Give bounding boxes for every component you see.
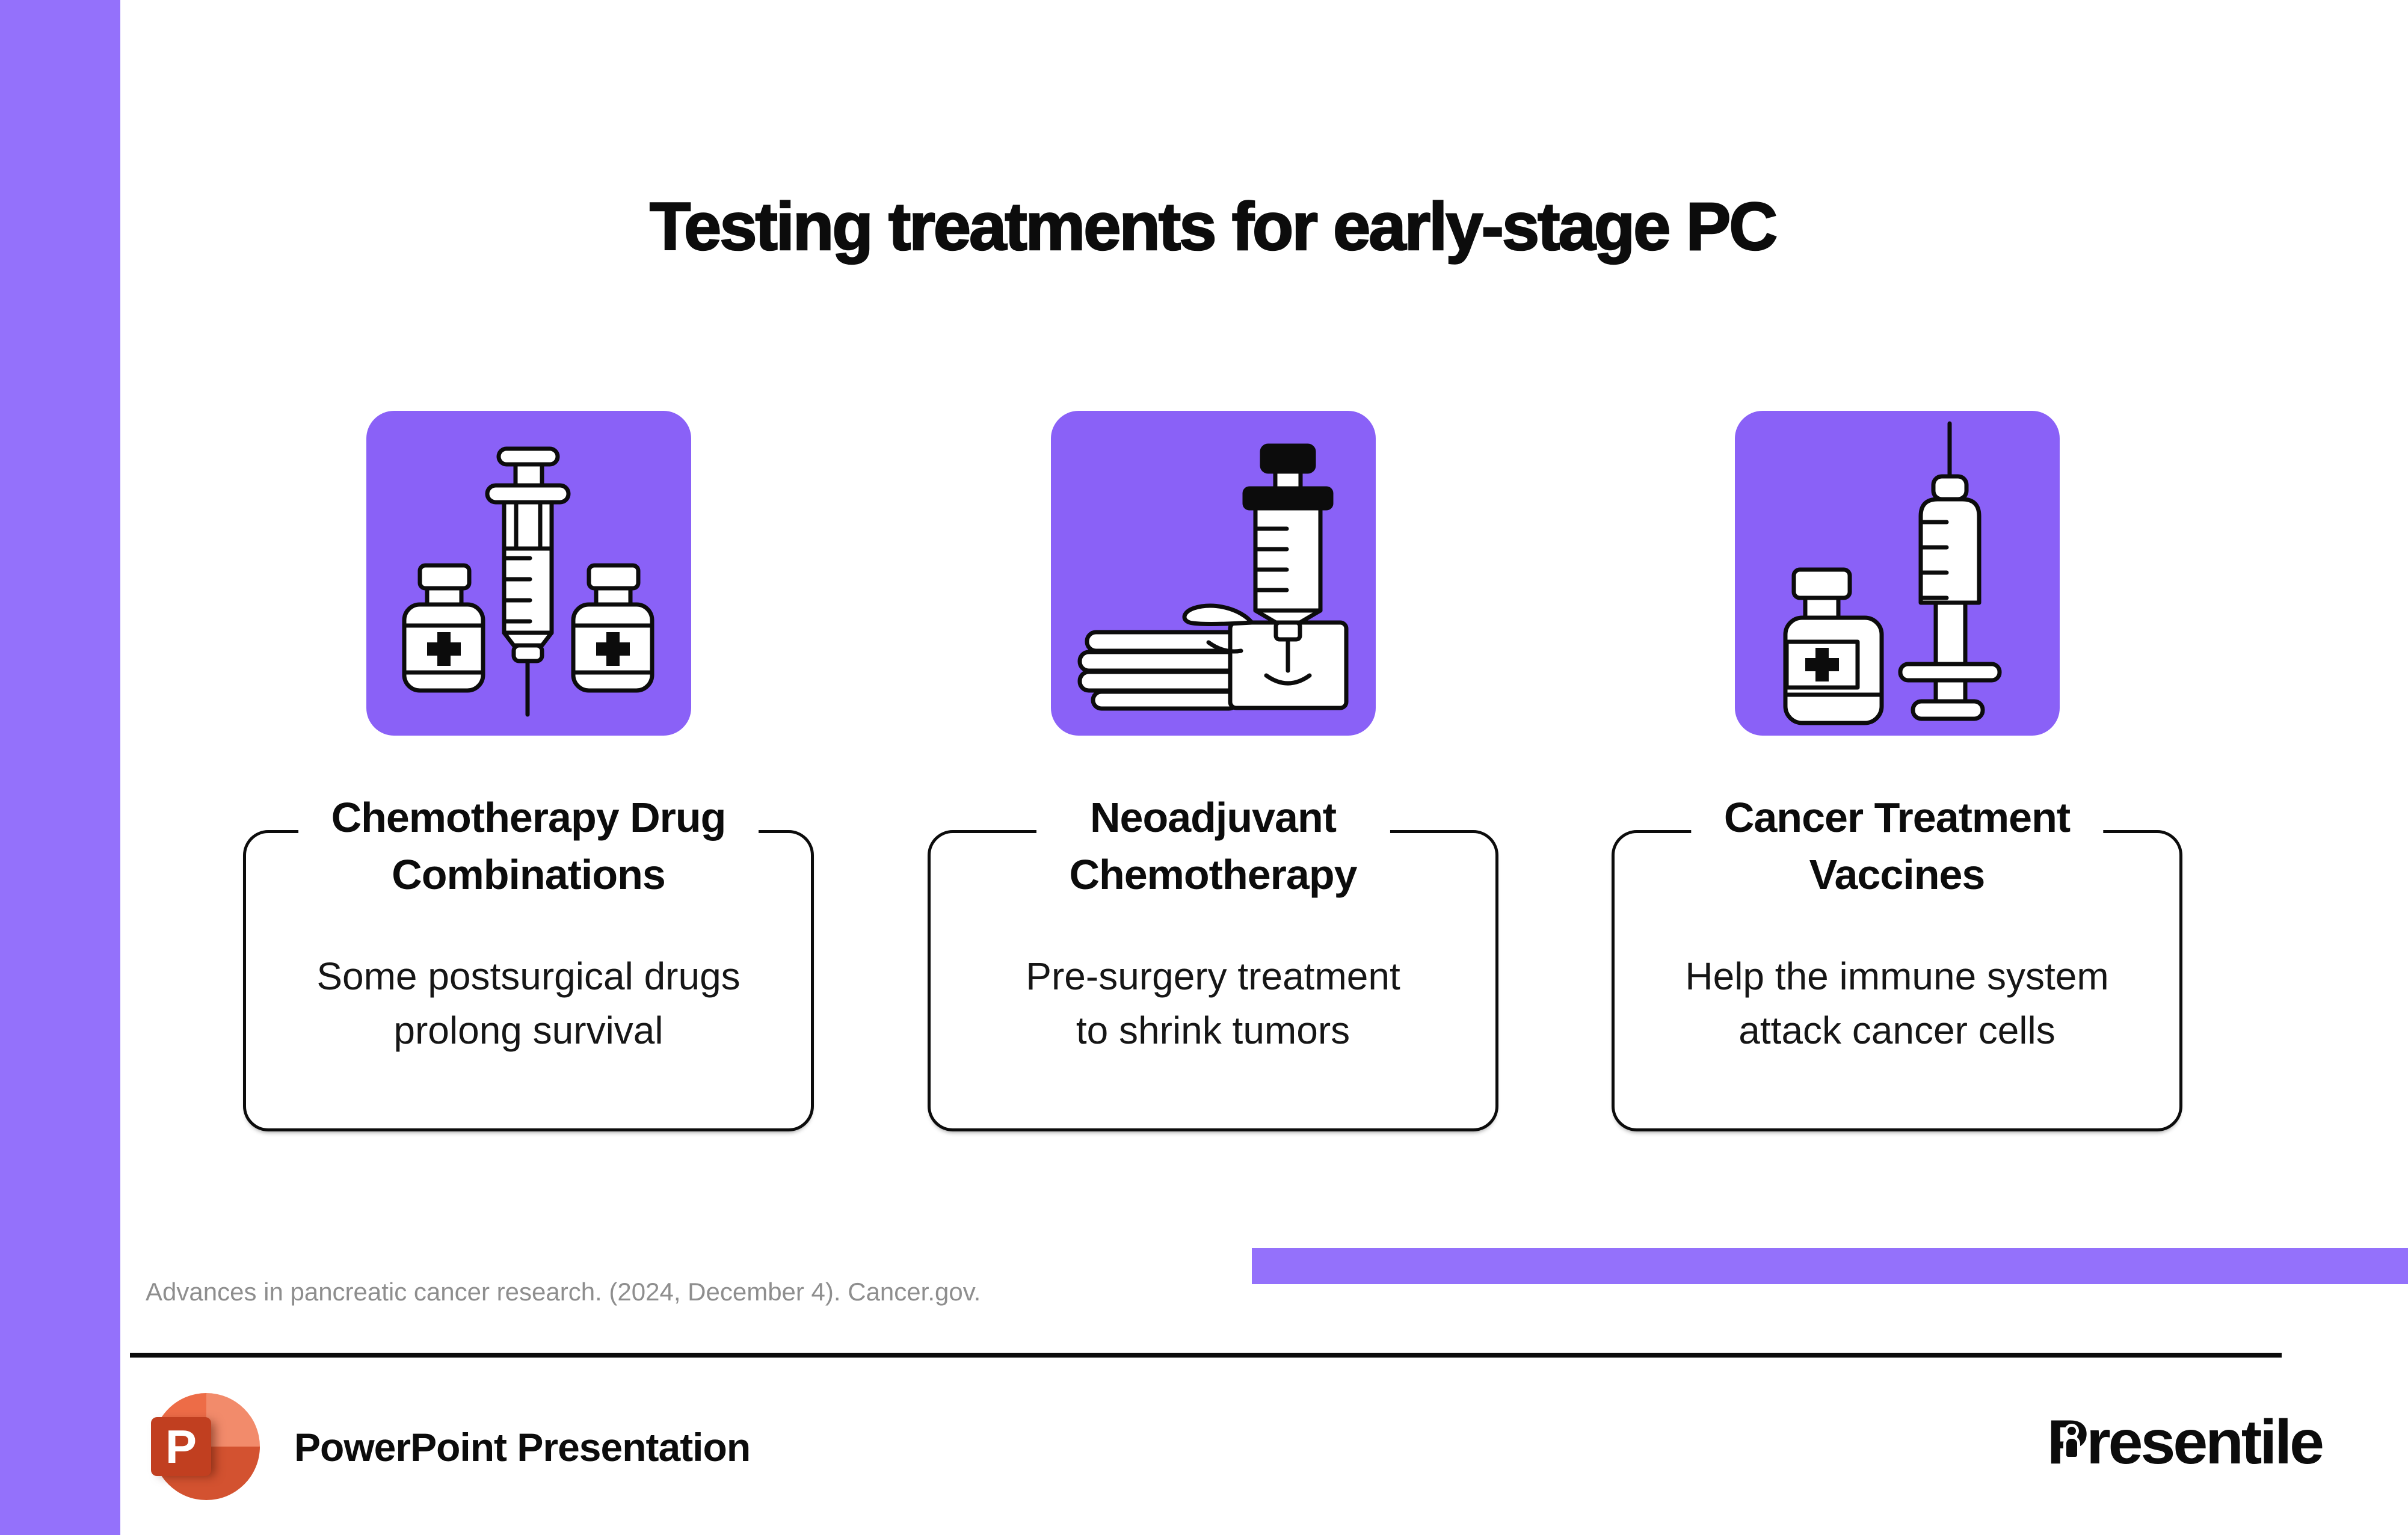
footer-divider-line <box>130 1353 2282 1358</box>
card-header: Cancer Treatment Vaccines <box>1690 789 2104 903</box>
card-header-line: Chemotherapy Drug <box>331 794 727 841</box>
card-body: Pre-surgery treatment to shrink tumors <box>931 949 1495 1057</box>
bottom-accent-bar <box>1252 1248 2408 1284</box>
presenter-person-icon <box>2065 1427 2080 1460</box>
card-header: Neoadjuvant Chemotherapy <box>1036 789 1390 903</box>
presenter-torso <box>2066 1439 2077 1457</box>
info-card: Cancer Treatment Vaccines Help the immun… <box>1612 789 2182 1131</box>
powerpoint-icon-quadrant <box>206 1393 260 1447</box>
icon-tile <box>366 411 691 736</box>
neoadjuvant-injection-icon <box>1077 443 1348 711</box>
icon-tile <box>1050 411 1376 736</box>
column-neoadjuvant-chemotherapy: Neoadjuvant Chemotherapy Pre-surgery tre… <box>928 411 1498 1131</box>
card-body-line: Pre-surgery treatment <box>1026 955 1400 998</box>
info-card: Neoadjuvant Chemotherapy Pre-surgery tre… <box>928 789 1498 1131</box>
left-accent-bar <box>0 0 120 1535</box>
powerpoint-icon-quadrant <box>206 1447 260 1500</box>
card-body: Some postsurgical drugs prolong survival <box>246 949 811 1057</box>
card-header-line: Combinations <box>392 851 666 898</box>
card-body-line: Help the immune system <box>1685 955 2109 998</box>
page-title: Testing treatments for early-stage PC <box>649 189 1779 264</box>
presentile-logo: Presentile <box>2046 1407 2324 1477</box>
column-chemotherapy-drug-combinations: Chemotherapy Drug Combinations Some post… <box>243 411 814 1131</box>
card-body: Help the immune system attack cancer cel… <box>1615 949 2179 1057</box>
card-header-line: Chemotherapy <box>1069 851 1357 898</box>
card-header-line: Vaccines <box>1809 851 1986 898</box>
info-card: Chemotherapy Drug Combinations Some post… <box>243 789 814 1131</box>
powerpoint-icon-letter-tile: P <box>151 1417 211 1476</box>
chemo-drug-combinations-icon <box>402 446 654 717</box>
icon-tile <box>1734 411 2060 736</box>
card-body-line: attack cancer cells <box>1738 1009 2055 1052</box>
card-body-line: to shrink tumors <box>1076 1009 1350 1052</box>
citation-text: Advances in pancreatic cancer research. … <box>146 1278 981 1306</box>
cancer-vaccine-icon <box>1783 421 2001 725</box>
card-header-line: Cancer Treatment <box>1723 794 2071 841</box>
card-body-line: prolong survival <box>393 1009 664 1052</box>
presentile-wordmark: Presentile <box>2046 1407 2324 1477</box>
document-title: PowerPoint Presentation <box>294 1425 751 1469</box>
card-header-line: Neoadjuvant <box>1089 794 1337 841</box>
powerpoint-icon-letter: P <box>165 1420 197 1473</box>
column-cancer-treatment-vaccines: Cancer Treatment Vaccines Help the immun… <box>1612 411 2182 1131</box>
card-header: Chemotherapy Drug Combinations <box>298 789 759 903</box>
presenter-head <box>2067 1427 2076 1435</box>
card-body-line: Some postsurgical drugs <box>316 955 741 998</box>
